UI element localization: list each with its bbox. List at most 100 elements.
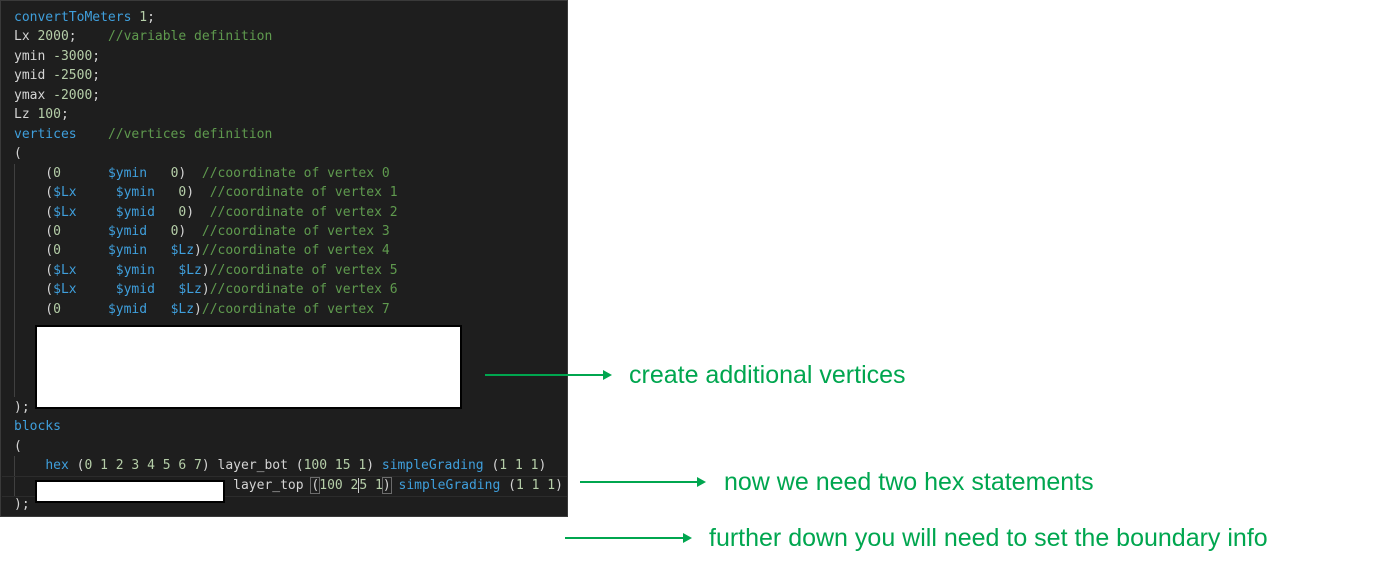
number-token: 1 1 1 [499, 458, 539, 473]
code-line: layer_top (100 25 1) simpleGrading (1 1 … [14, 476, 563, 495]
code-token [77, 185, 116, 200]
keyword-token: $Lz [170, 301, 195, 317]
code-line: (0 $ymin 0) //coordinate of vertex 0 [14, 164, 390, 183]
code-token: ) [178, 223, 202, 239]
keyword-token: $Lx [53, 185, 77, 201]
code-line: ($Lx $ymin 0) //coordinate of vertex 1 [14, 183, 398, 202]
keyword-token: convertToMeters [14, 10, 132, 25]
keyword-token: $ymin [107, 165, 148, 181]
note-hex: now we need two hex statements [724, 468, 1094, 496]
keyword-token: $Lz [170, 243, 195, 259]
number-token: 1 [139, 10, 148, 25]
code-editor[interactable]: convertToMeters 1;Lx 2000; //variable de… [0, 0, 568, 517]
code-line: vertices //vertices definition [14, 125, 272, 144]
code-token: ; [92, 48, 101, 64]
code-token: ) [538, 458, 547, 473]
code-line: ($Lx $ymid $Lz)//coordinate of vertex 6 [14, 280, 397, 299]
comment-token: //coordinate of vertex 1 [209, 185, 398, 201]
keyword-token: simpleGrading [398, 478, 501, 493]
comment-token: //coordinate of vertex 2 [209, 204, 398, 220]
code-token [77, 263, 116, 278]
code-token [155, 263, 178, 278]
code-line: blocks [14, 417, 61, 436]
keyword-token: hex [45, 458, 69, 473]
indent-guide [14, 164, 15, 397]
code-token: ) [201, 282, 210, 298]
code-token: ( [14, 165, 54, 181]
number-token: 0 [53, 301, 61, 317]
code-token: ) [201, 262, 210, 278]
code-token: ( [14, 439, 22, 454]
code-line: (0 $ymid $Lz)//coordinate of vertex 7 [14, 300, 390, 319]
code-line: Lz 100; [14, 105, 69, 124]
code-token [147, 302, 170, 317]
code-line: ymid -2500; [14, 66, 100, 85]
code-token: ( [14, 282, 54, 298]
code-token: ( [310, 477, 321, 494]
code-token: ymin [14, 48, 54, 64]
arrow-boundary [565, 533, 692, 543]
code-token: ( [14, 301, 54, 317]
code-token [77, 127, 108, 142]
code-token: ( [14, 243, 54, 259]
keyword-token: $Lx [53, 262, 77, 278]
number-token: 0 [178, 185, 187, 201]
number-token: 100 [37, 107, 61, 123]
code-token [14, 458, 45, 473]
code-line: ); [14, 398, 30, 417]
code-line: convertToMeters 1; [14, 8, 155, 27]
code-token: Lz [14, 107, 38, 123]
code-token: layer_top [233, 478, 312, 493]
code-token [155, 185, 178, 200]
comment-token: //coordinate of vertex 5 [209, 262, 398, 278]
number-token: -3000 [53, 48, 93, 64]
code-token: ; [147, 10, 155, 25]
number-token: 0 [53, 165, 61, 181]
code-token [391, 478, 399, 493]
code-token [61, 224, 108, 239]
current-line-highlight [2, 476, 567, 497]
code-line: ($Lx $ymin $Lz)//coordinate of vertex 5 [14, 261, 398, 280]
code-token: Lx [14, 29, 38, 45]
comment-token: //coordinate of vertex 0 [201, 165, 390, 181]
number-token: 100 15 1 [303, 458, 367, 473]
code-token [61, 243, 108, 258]
code-token [147, 243, 170, 258]
code-token: ) layer_bot ( [201, 458, 304, 473]
code-token: ) [381, 477, 392, 494]
code-token: ) [186, 185, 210, 201]
code-token [147, 224, 170, 239]
comment-token: //coordinate of vertex 7 [201, 301, 390, 317]
code-token: ; [92, 68, 101, 84]
code-token: ) [194, 301, 202, 317]
code-token: ); [14, 400, 30, 415]
code-token: ( [500, 478, 516, 493]
code-token: ) [186, 204, 210, 220]
code-token: ( [68, 458, 85, 473]
code-line: (0 $ymid 0) //coordinate of vertex 3 [14, 222, 389, 241]
keyword-token: $ymid [107, 223, 148, 239]
code-token [155, 205, 178, 220]
number-token: 100 2 [319, 478, 359, 493]
code-token [61, 166, 108, 181]
keyword-token: $ymin [115, 262, 155, 278]
code-line: Lx 2000; //variable definition [14, 27, 272, 46]
note-boundary: further down you will need to set the bo… [709, 524, 1268, 552]
code-token: ) [366, 458, 382, 473]
code-token [155, 282, 178, 297]
number-token: 0 [170, 223, 179, 239]
code-token: ) [194, 243, 202, 259]
code-line: ymax -2000; [14, 86, 100, 105]
keyword-token: blocks [14, 419, 61, 434]
arrow-vertices [485, 370, 612, 380]
code-token: ); [14, 497, 30, 512]
keyword-token: $ymin [107, 243, 148, 259]
keyword-token: $ymid [115, 282, 155, 298]
code-line: (0 $ymin $Lz)//coordinate of vertex 4 [14, 241, 390, 260]
keyword-token: $Lz [178, 282, 202, 298]
number-token: -2000 [53, 87, 93, 103]
code-token: ymax [14, 87, 54, 103]
keyword-token: simpleGrading [381, 458, 484, 473]
comment-token: //coordinate of vertex 4 [201, 243, 390, 259]
code-line: ); [14, 495, 30, 514]
